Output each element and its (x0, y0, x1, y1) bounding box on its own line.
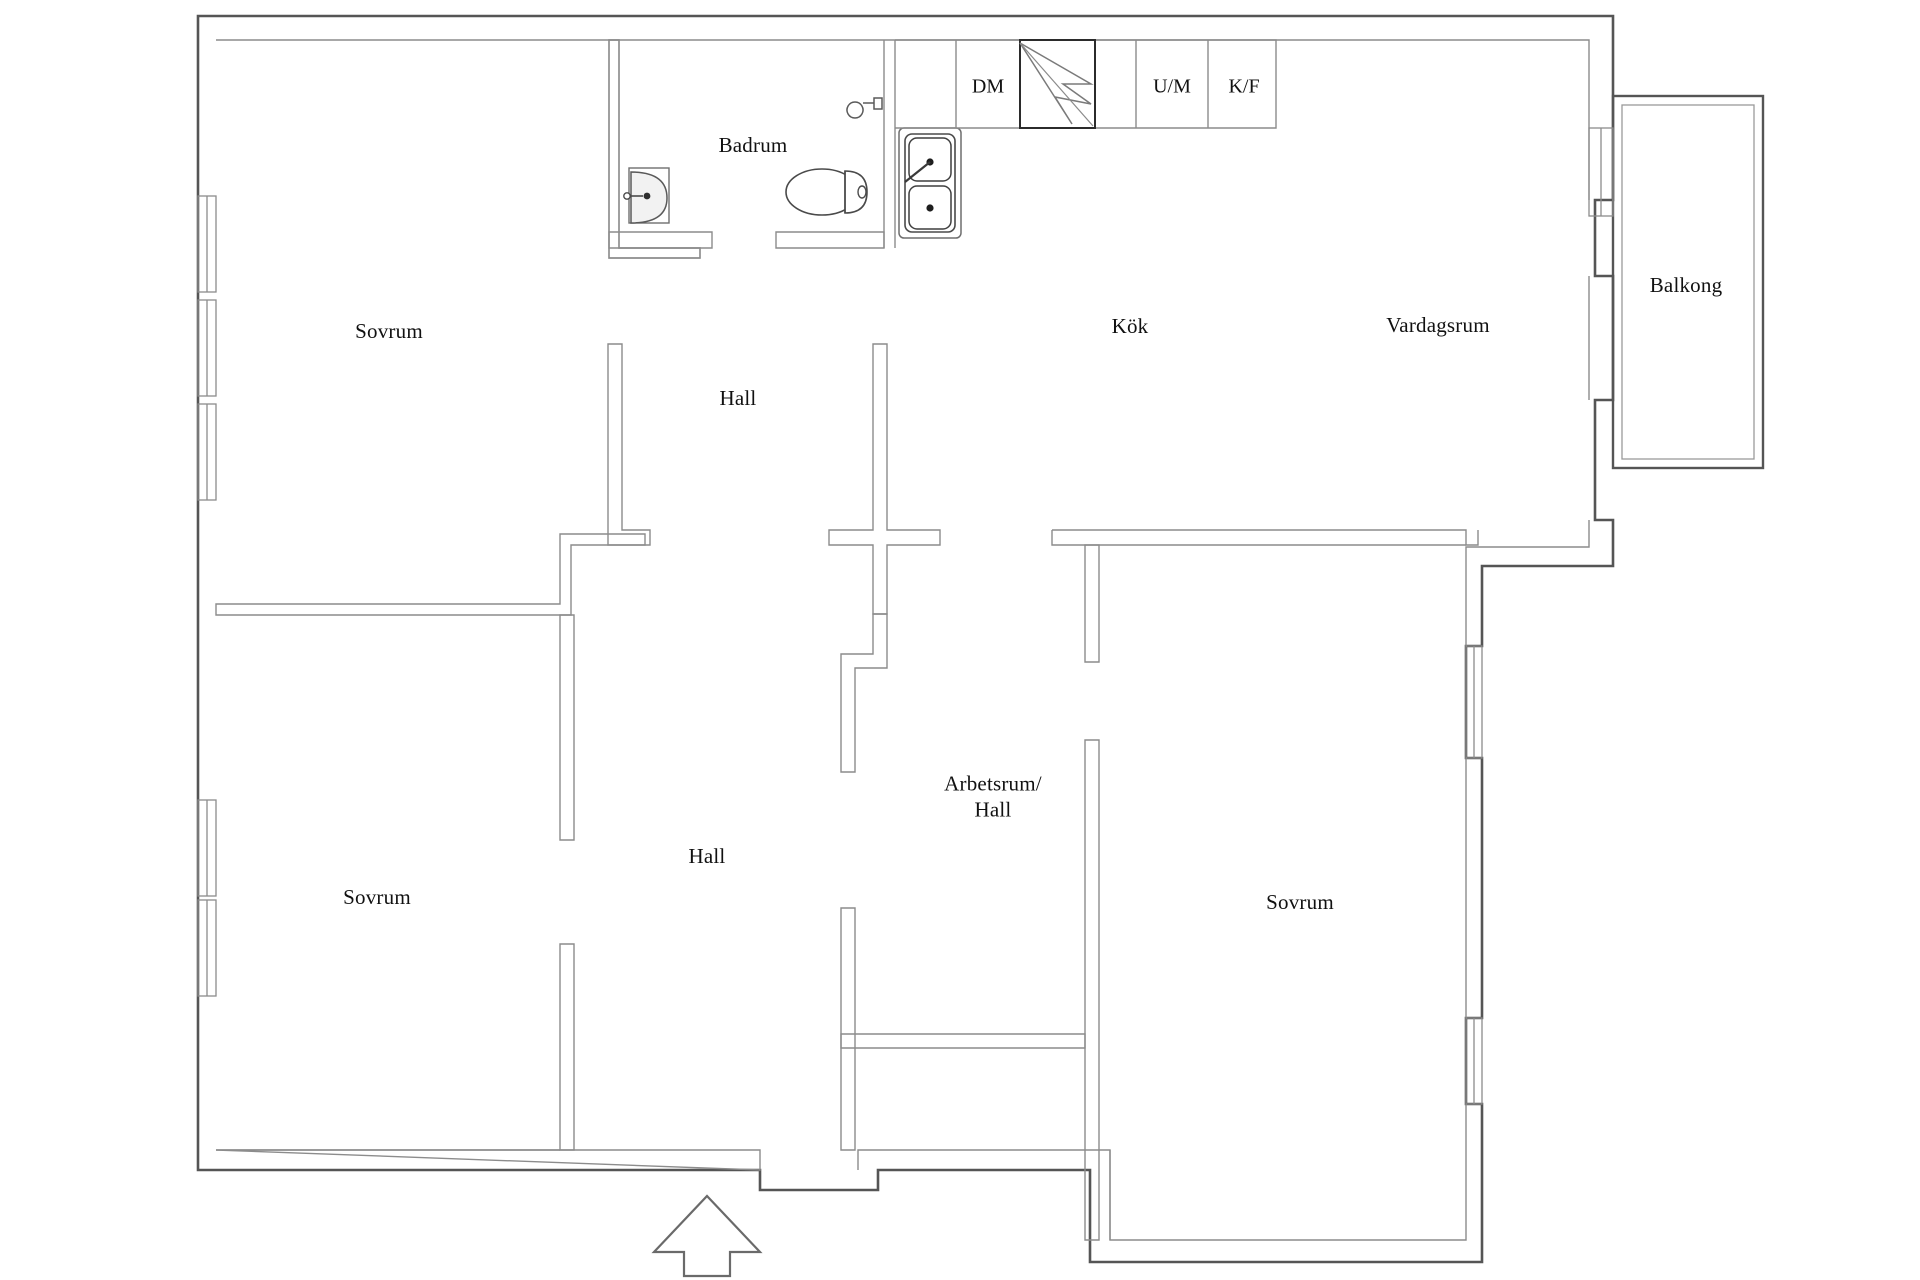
room-label-hall-upper: Hall (719, 386, 757, 411)
bathroom-sink-icon (623, 167, 670, 224)
appliance-label-dm: DM (971, 75, 1005, 98)
room-label-sovrum-top-left: Sovrum (355, 319, 423, 344)
balcony-door-opening (1588, 127, 1614, 217)
wall-bedroom-bottomleft-right-lower (559, 943, 575, 1151)
window-left-lower-2 (197, 899, 217, 997)
balcony-outline (1611, 94, 1765, 470)
wall-bathroom-left (608, 39, 701, 259)
outer-wall-inner-face (215, 39, 1590, 1241)
room-label-arbetsrum-hall: Arbetsrum/ Hall (944, 771, 1042, 821)
wall-mid-fin-left (1084, 544, 1100, 663)
wall-hall-upper-center-cross (828, 343, 941, 615)
room-label-sovrum-bottom-right: Sovrum (1266, 890, 1334, 915)
window-left-upper-2 (197, 299, 217, 397)
window-left-lower-1 (197, 799, 217, 897)
wall-bedroom-topleft-right (608, 39, 701, 259)
toilet-icon (785, 168, 868, 216)
bathroom-door-icon (846, 97, 883, 119)
room-label-hall-lower: Hall (688, 844, 726, 869)
window-left-upper-1 (197, 195, 217, 293)
wall-mid-horizontal-right (1051, 529, 1479, 546)
room-label-balkong: Balkong (1649, 273, 1723, 298)
window-left-upper-3 (197, 403, 217, 501)
room-label-badrum: Badrum (718, 133, 788, 158)
appliance-label-um: U/M (1153, 75, 1191, 98)
wall-arbetsrum-bottom (840, 1033, 1086, 1151)
wall-bedroom-bottomright-left (1084, 739, 1100, 1241)
appliance-label-kf: K/F (1228, 75, 1260, 98)
wall-arbetsrum-corridor-left (840, 907, 856, 1049)
wall-bathroom-right (883, 40, 896, 248)
wall-bedroom-bottomleft-right-upper (559, 614, 575, 841)
wall-bathroom-bottom-right (775, 231, 885, 249)
room-label-vardagsrum: Vardagsrum (1386, 313, 1490, 338)
window-right-2 (1465, 1017, 1483, 1105)
stove-icon (1019, 39, 1096, 129)
wall-bedroom-topleft-bottom (215, 533, 646, 616)
kitchen-sink-icon (898, 127, 962, 239)
room-label-sovrum-bottom-left: Sovrum (343, 885, 411, 910)
wall-hall-upper-left-fin (607, 343, 651, 546)
entrance-direction-arrow-icon (651, 1194, 763, 1278)
room-label-kok: Kök (1111, 314, 1149, 339)
wall-arbetsrum-left-step (840, 613, 888, 773)
wall-bathroom-bottom-left (608, 231, 713, 249)
window-right-1 (1465, 645, 1483, 759)
